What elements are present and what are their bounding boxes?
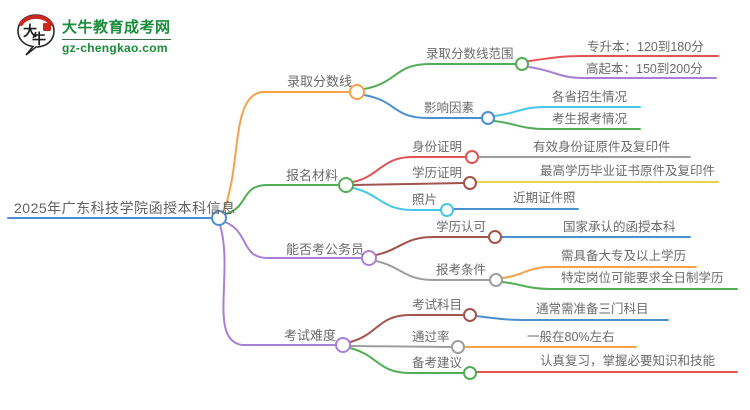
edge-factors-to-province [493, 106, 641, 117]
node-circle-requirements[interactable] [489, 273, 503, 287]
edge-range-to-zhuanshengben [528, 55, 719, 62]
edge-difficulty-to-subjects [349, 314, 465, 343]
node-circle-factors[interactable] [481, 111, 495, 125]
node-label-photo-spec: 近期证件照 [513, 191, 576, 205]
node-circle-difficulty[interactable] [335, 337, 351, 353]
node-label-gaoqiben: 高起本：150到200分 [586, 62, 703, 76]
node-label-advice-detail: 认真复习，掌握必要知识和技能 [540, 354, 716, 368]
edge-materials-to-diploma [352, 182, 465, 186]
edge-requirements-to-fulltime [501, 281, 738, 290]
edge-difficulty-to-advice [349, 347, 465, 374]
node-label-identity: 身份证明 [412, 140, 463, 154]
brand-domain: gz-chengkao.com [62, 40, 168, 55]
node-label-candidate-applications: 考生报考情况 [552, 112, 628, 126]
edge-materials-to-identity [352, 156, 467, 183]
node-circle-root[interactable] [211, 210, 227, 226]
node-label-recognition: 学历认可 [436, 220, 487, 234]
svg-text:大: 大 [23, 23, 37, 40]
node-circle-civil-service[interactable] [361, 250, 377, 266]
node-circle-photo[interactable] [440, 203, 454, 217]
edge-score-to-range [363, 63, 517, 90]
edge-root-to-score-line [222, 91, 351, 213]
edge-subjects-leaf [475, 315, 669, 321]
node-label-diploma-docs: 最高学历毕业证书原件及复印件 [540, 164, 716, 178]
node-label-province-enrollment: 各省招生情况 [552, 90, 628, 104]
node-label-zhuanshengben: 专升本：120到180分 [587, 40, 704, 54]
node-label-subjects: 考试科目 [412, 298, 463, 312]
edge-root-to-difficulty [219, 224, 338, 346]
edge-difficulty-to-passrate [349, 345, 453, 348]
edge-requirements-to-degree [501, 266, 697, 279]
node-label-diploma: 学历证明 [412, 166, 463, 180]
node-label-three-subjects: 通常需准备三门科目 [536, 302, 649, 316]
node-circle-passrate[interactable] [451, 340, 465, 354]
node-label-root: 2025年广东科技学院函授本科信息 [14, 200, 236, 216]
node-label-state-recognized: 国家承认的函授本科 [563, 220, 676, 234]
node-label-civil-service: 能否考公务员 [286, 242, 365, 257]
edge-root-to-civil-service [224, 221, 363, 259]
node-label-degree-requirement: 需具备大专及以上学历 [561, 249, 687, 263]
node-label-passrate: 通过率 [412, 330, 450, 344]
node-circle-materials[interactable] [338, 177, 354, 193]
node-circle-score-range[interactable] [515, 57, 529, 71]
node-circle-identity[interactable] [465, 150, 479, 164]
edge-score-to-factors [363, 94, 483, 119]
brand-name: 大牛教育成考网 [62, 19, 171, 40]
node-circle-diploma[interactable] [463, 176, 477, 190]
edge-factors-to-candidates [493, 120, 641, 130]
edge-civil-to-requirements [375, 260, 491, 281]
node-label-factors: 影响因素 [424, 101, 475, 115]
svg-text:牛: 牛 [32, 31, 46, 48]
edge-range-to-gaoqiben [528, 66, 717, 79]
brand-logo[interactable]: 大 牛 大牛教育成考网 gz-chengkao.com [14, 12, 171, 60]
node-label-requirements: 报考条件 [436, 263, 487, 277]
daniu-logo-icon: 大 牛 [17, 14, 55, 56]
node-label-score-line: 录取分数线 [287, 74, 353, 89]
brand-text: 大牛教育成考网 gz-chengkao.com [62, 12, 171, 55]
edge-materials-to-photo [352, 187, 442, 211]
node-circle-advice[interactable] [463, 366, 477, 380]
node-label-fulltime-requirement: 特定岗位可能要求全日制学历 [561, 271, 724, 285]
node-label-passrate-value: 一般在80%左右 [527, 330, 615, 344]
edge-root-to-materials [225, 184, 341, 215]
node-circle-subjects[interactable] [463, 308, 477, 322]
node-label-photo: 照片 [412, 193, 438, 207]
node-label-identity-docs: 有效身份证原件及复印件 [533, 140, 671, 154]
node-circle-recognition[interactable] [488, 230, 502, 244]
node-circle-score-line[interactable] [349, 84, 365, 100]
node-label-materials: 报名材料 [286, 168, 339, 183]
node-label-advice: 备考建议 [412, 356, 463, 370]
node-label-score-range: 录取分数线范围 [426, 47, 514, 61]
edge-civil-to-recognition [375, 236, 490, 256]
node-label-difficulty: 考试难度 [284, 328, 337, 343]
